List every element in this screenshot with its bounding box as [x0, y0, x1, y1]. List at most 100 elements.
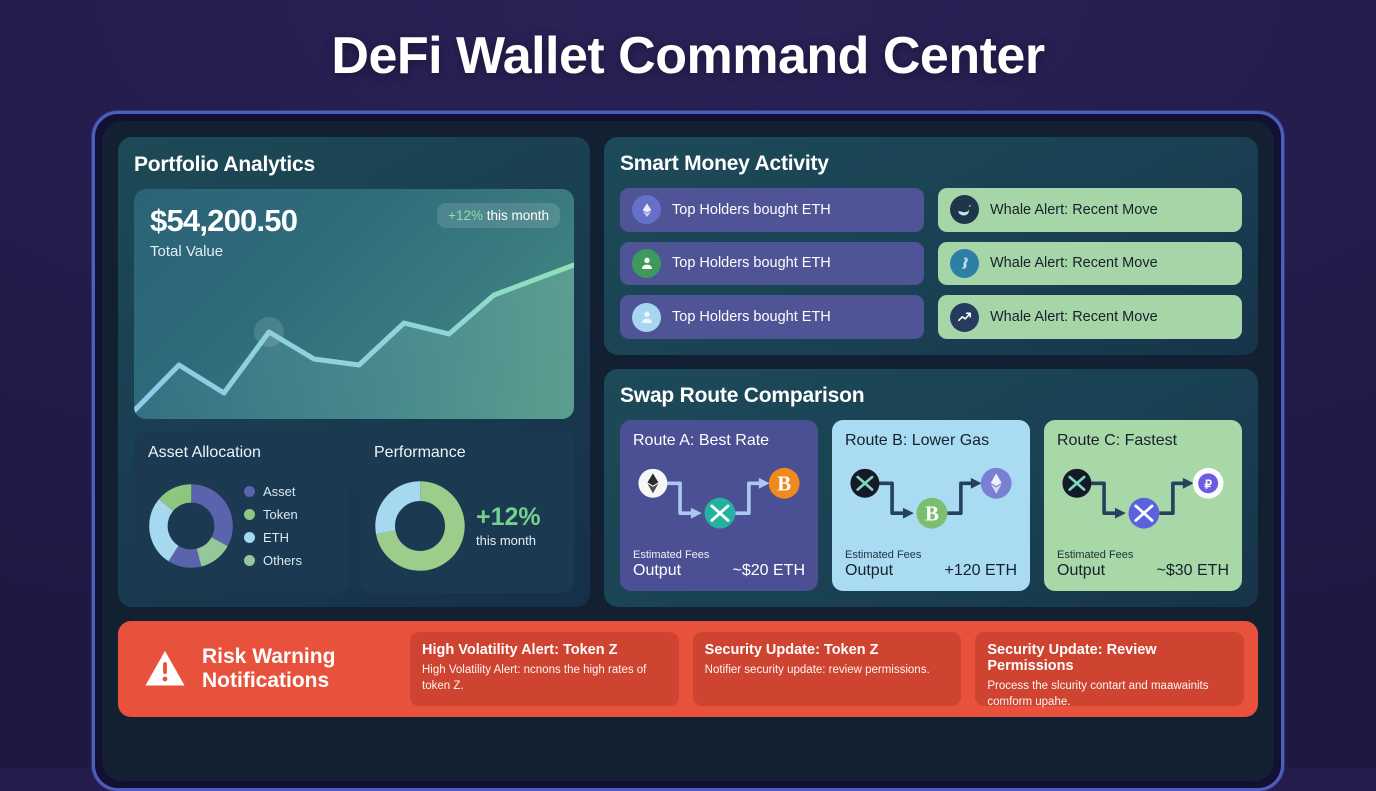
- route-output-row: Output ~$20 ETH: [633, 562, 805, 580]
- asset-allocation-legend: Asset Token ETH: [244, 484, 302, 568]
- performance-body: +12% this month: [374, 472, 560, 580]
- portfolio-change-value: +12%: [448, 208, 483, 223]
- portfolio-mini-cards: Asset Allocation: [134, 431, 574, 593]
- activity-label: Top Holders bought ETH: [672, 201, 831, 218]
- warning-triangle-icon: [145, 650, 185, 686]
- route-output-label: Output: [633, 562, 682, 579]
- legend-item-others: Others: [244, 553, 302, 568]
- risk-warning-header: Risk Warning Notifications: [132, 645, 394, 693]
- bitcoin-icon: B: [925, 501, 939, 525]
- legend-label: ETH: [263, 530, 289, 545]
- activity-label: Top Holders bought ETH: [672, 309, 831, 326]
- risk-notification-card[interactable]: Security Update: Token Z Notifier securi…: [692, 632, 962, 706]
- swap-route-comparison-panel: Swap Route Comparison Route A: Best Rate: [604, 369, 1258, 607]
- route-fees-label: Estimated Fees: [1057, 549, 1134, 561]
- route-output-row: Output ~$30 ETH: [1057, 562, 1229, 580]
- total-value-amount: $54,200.50: [150, 203, 298, 238]
- ethereum-icon: [990, 473, 1002, 494]
- trend-up-icon: [950, 302, 979, 332]
- swap-routes-list: Route A: Best Rate: [620, 420, 1242, 591]
- risk-notification-body: Notifier security update: review permiss…: [704, 664, 930, 676]
- swap-route-comparison-title: Swap Route Comparison: [620, 384, 865, 407]
- asset-allocation-card: Asset Allocation: [134, 431, 348, 593]
- list-item[interactable]: Top Holders bought ETH: [620, 295, 924, 339]
- risk-notification-card[interactable]: Security Update: Review Permissions Proc…: [975, 632, 1245, 708]
- legend-label: Token: [263, 507, 298, 522]
- portfolio-sparkline-chart: [134, 262, 574, 419]
- asset-allocation-donut-chart: [149, 484, 233, 568]
- total-value-card: $54,200.50 Total Value +12% this month: [134, 189, 574, 419]
- route-card-c[interactable]: Route C: Fastest: [1044, 420, 1242, 591]
- route-title: Route A: Best Rate: [633, 432, 770, 449]
- activity-label: Whale Alert: Recent Move: [990, 201, 1158, 218]
- list-item[interactable]: Top Holders bought ETH: [620, 188, 924, 232]
- dashboard-right-column: Smart Money Activity Top Holders bought …: [604, 137, 1258, 607]
- legend-dot-icon: [244, 555, 255, 566]
- legend-dot-icon: [244, 532, 255, 543]
- activity-label: Whale Alert: Recent Move: [990, 309, 1158, 326]
- legend-label: Asset: [263, 484, 296, 499]
- xrp-icon: [856, 475, 874, 491]
- list-item[interactable]: Whale Alert: Recent Move: [938, 241, 1242, 286]
- xrp-icon: [1068, 475, 1086, 491]
- route-title: Route C: Fastest: [1057, 432, 1178, 449]
- route-output-row: Output +120 ETH: [845, 562, 1017, 580]
- performance-title: Performance: [374, 444, 466, 461]
- risk-notification-list: High Volatility Alert: Token Z High Vola…: [410, 632, 1245, 708]
- risk-notification-body: High Volatility Alert: ncnons the high r…: [422, 664, 647, 692]
- risk-notification-body: Process the slcurity contart and maawain…: [987, 680, 1209, 708]
- risk-warning-title-line2: Notifications: [202, 669, 330, 692]
- risk-notification-title: Security Update: Token Z: [704, 642, 879, 658]
- performance-card: Performance +12% this month: [360, 431, 574, 593]
- legend-item-eth: ETH: [244, 530, 302, 545]
- user-icon: [632, 248, 661, 278]
- ethereum-icon: [632, 195, 661, 225]
- ethereum-icon: [647, 473, 659, 494]
- asset-allocation-title: Asset Allocation: [148, 444, 261, 461]
- activity-label: Whale Alert: Recent Move: [990, 255, 1158, 272]
- route-output-value: ~$30 ETH: [1156, 562, 1229, 579]
- route-card-a[interactable]: Route A: Best Rate: [620, 420, 818, 591]
- legend-dot-icon: [244, 486, 255, 497]
- risk-notification-card[interactable]: High Volatility Alert: Token Z High Vola…: [410, 632, 679, 706]
- svg-text:₽: ₽: [1204, 479, 1212, 492]
- performance-stat: +12% this month: [476, 502, 541, 548]
- legend-dot-icon: [244, 509, 255, 520]
- portfolio-analytics-panel: Portfolio Analytics: [118, 137, 590, 607]
- bitcoin-icon: B: [777, 472, 791, 496]
- dashboard-top-row: Portfolio Analytics: [118, 137, 1258, 607]
- risk-notification-title: Security Update: Review Permissions: [987, 642, 1157, 674]
- route-flow-diagram-b: B: [845, 452, 1017, 549]
- seahorse-icon: [950, 248, 979, 278]
- page-title: DeFi Wallet Command Center: [331, 27, 1045, 85]
- activity-label: Top Holders bought ETH: [672, 255, 831, 272]
- list-item[interactable]: Whale Alert: Recent Move: [938, 188, 1242, 232]
- risk-warning-title: Risk Warning Notifications: [202, 645, 335, 693]
- risk-warning-title-line1: Risk Warning: [202, 644, 336, 668]
- xrp-icon: [710, 504, 730, 522]
- route-output-label: Output: [845, 562, 894, 579]
- risk-notification-title: High Volatility Alert: Token Z: [422, 642, 618, 658]
- performance-percent: +12%: [476, 502, 541, 531]
- route-output-value: +120 ETH: [944, 562, 1017, 579]
- xrp-icon: [1134, 504, 1154, 522]
- smart-money-activity-grid: Top Holders bought ETH Whale Alert: Rece…: [620, 188, 1242, 339]
- smart-money-activity-panel: Smart Money Activity Top Holders bought …: [604, 137, 1258, 355]
- list-item[interactable]: Whale Alert: Recent Move: [938, 295, 1242, 339]
- route-output-value: ~$20 ETH: [732, 562, 805, 579]
- portfolio-change-badge: +12% this month: [437, 203, 560, 228]
- legend-item-token: Token: [244, 507, 302, 522]
- asset-allocation-body: Asset Token ETH: [148, 472, 334, 580]
- risk-warning-banner: Risk Warning Notifications High Volatili…: [118, 621, 1258, 717]
- legend-label: Others: [263, 553, 303, 568]
- user-icon: [632, 302, 661, 332]
- list-item[interactable]: Top Holders bought ETH: [620, 241, 924, 286]
- route-card-b[interactable]: Route B: Lower Gas: [832, 420, 1030, 591]
- route-flow-diagram-c: ₽: [1057, 452, 1229, 549]
- dashboard: Portfolio Analytics: [102, 121, 1274, 781]
- smart-money-activity-title: Smart Money Activity: [620, 152, 829, 175]
- route-flow-diagram-a: B: [633, 452, 805, 549]
- route-fees-label: Estimated Fees: [845, 549, 922, 561]
- portfolio-analytics-title: Portfolio Analytics: [134, 153, 315, 176]
- route-fees-label: Estimated Fees: [633, 549, 710, 561]
